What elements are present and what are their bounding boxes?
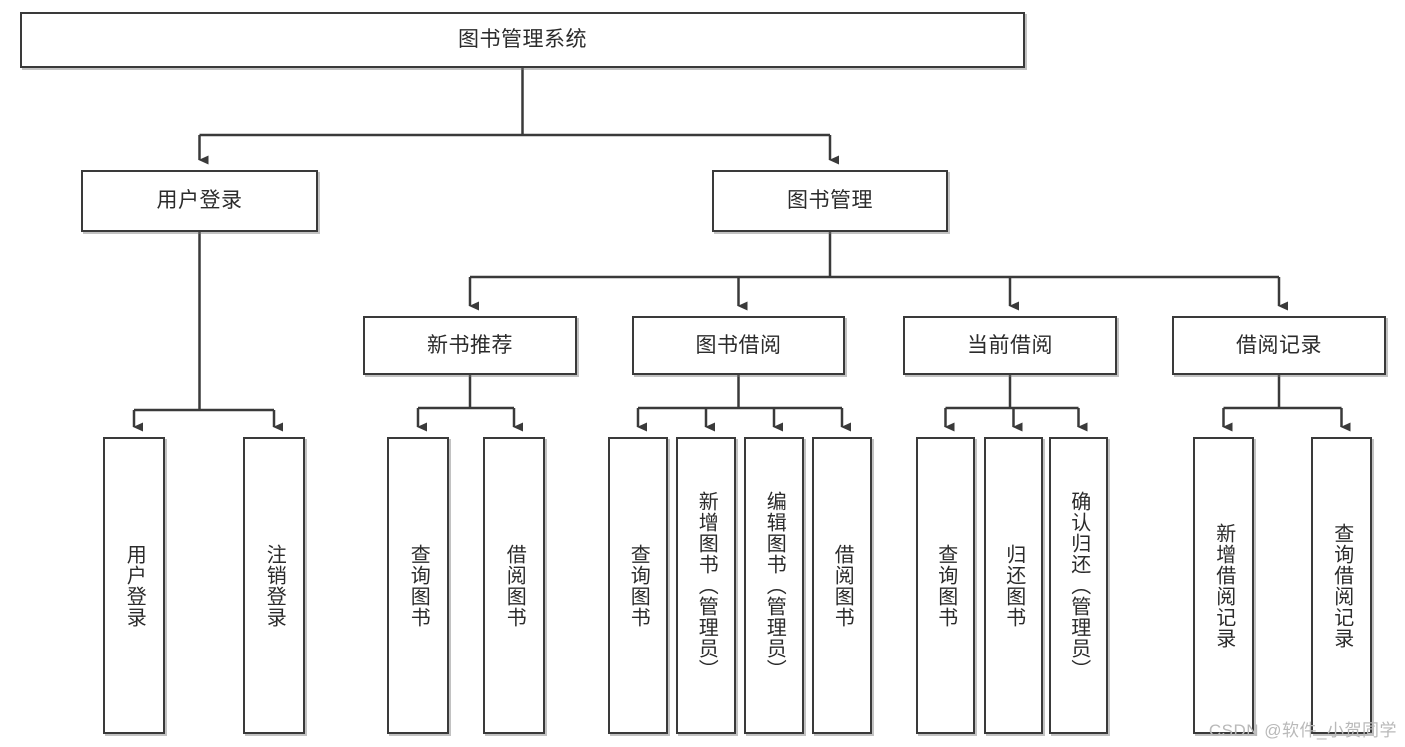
node-book-borrow[interactable]: 图书借阅: [632, 316, 845, 375]
node-label-leaf-query-book-current: 查询图书: [934, 543, 957, 628]
node-label-leaf-borrow-book: 借阅图书: [831, 543, 854, 628]
node-borrow-record[interactable]: 借阅记录: [1172, 316, 1386, 375]
node-leaf-borrow-book[interactable]: 借阅图书: [812, 437, 872, 734]
node-label-book-manage: 图书管理: [787, 189, 873, 213]
node-label-borrow-record: 借阅记录: [1236, 333, 1322, 357]
node-label-leaf-user-login: 用户登录: [123, 543, 146, 628]
node-leaf-confirm-return[interactable]: 确认归还（管理员）: [1049, 437, 1108, 734]
node-label-new-book-recommend: 新书推荐: [427, 333, 513, 357]
node-leaf-add-book[interactable]: 新增图书（管理员）: [676, 437, 736, 734]
node-label-leaf-query-book-borrow: 查询图书: [627, 543, 650, 628]
node-label-leaf-add-book: 新增图书（管理员）: [695, 491, 718, 680]
node-user-login[interactable]: 用户登录: [81, 170, 318, 232]
node-leaf-logout[interactable]: 注销登录: [243, 437, 305, 734]
node-leaf-edit-book[interactable]: 编辑图书（管理员）: [744, 437, 804, 734]
watermark: CSDN @软件_小贺同学: [1208, 721, 1397, 740]
node-book-manage[interactable]: 图书管理: [712, 170, 948, 232]
node-leaf-borrow-book-recommend[interactable]: 借阅图书: [483, 437, 545, 734]
node-label-user-login: 用户登录: [156, 189, 243, 213]
node-label-leaf-borrow-book-recommend: 借阅图书: [503, 543, 526, 628]
node-current-borrow[interactable]: 当前借阅: [903, 316, 1117, 375]
node-label-current-borrow: 当前借阅: [967, 333, 1053, 357]
node-leaf-query-book-current[interactable]: 查询图书: [916, 437, 975, 734]
node-leaf-query-book-recommend[interactable]: 查询图书: [387, 437, 449, 734]
node-label-leaf-query-book-recommend: 查询图书: [407, 543, 430, 628]
node-label-leaf-confirm-return: 确认归还（管理员）: [1067, 491, 1090, 680]
node-root[interactable]: 图书管理系统: [20, 12, 1025, 68]
node-label-leaf-return-book: 归还图书: [1002, 543, 1025, 628]
node-leaf-user-login[interactable]: 用户登录: [103, 437, 165, 734]
node-label-leaf-edit-book: 编辑图书（管理员）: [763, 491, 786, 680]
node-leaf-add-borrow-record[interactable]: 新增借阅记录: [1193, 437, 1254, 734]
node-label-leaf-logout: 注销登录: [263, 543, 286, 628]
node-label-leaf-add-borrow-record: 新增借阅记录: [1212, 522, 1235, 649]
node-leaf-return-book[interactable]: 归还图书: [984, 437, 1043, 734]
node-label-root: 图书管理系统: [458, 28, 587, 52]
node-new-book-recommend[interactable]: 新书推荐: [363, 316, 577, 375]
node-label-leaf-query-borrow-record: 查询借阅记录: [1330, 522, 1353, 649]
node-label-book-borrow: 图书借阅: [695, 333, 782, 357]
node-leaf-query-book-borrow[interactable]: 查询图书: [608, 437, 668, 734]
node-leaf-query-borrow-record[interactable]: 查询借阅记录: [1311, 437, 1372, 734]
